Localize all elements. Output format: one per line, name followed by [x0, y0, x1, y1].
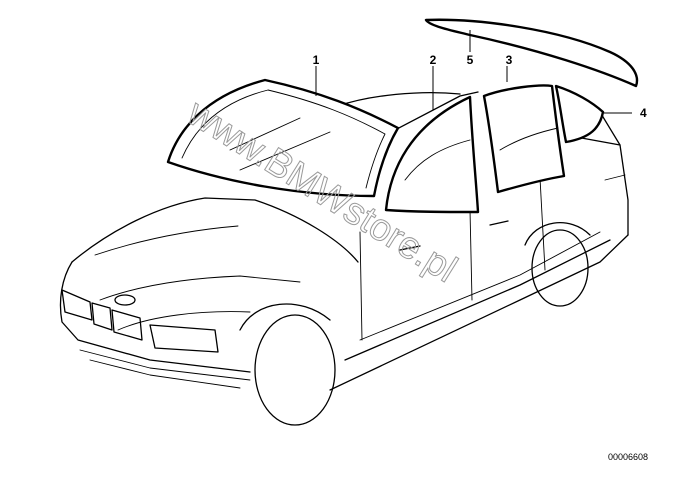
callout-2: 2 — [430, 53, 437, 67]
leader-lines — [315, 30, 632, 114]
front-door-window — [384, 95, 480, 214]
quarter-window — [554, 84, 605, 144]
callout-5: 5 — [467, 53, 474, 67]
glazing-parts — [166, 18, 639, 214]
rear-window — [424, 18, 639, 88]
image-number: 00006608 — [608, 452, 648, 462]
rear-door-window — [482, 84, 566, 194]
windscreen — [166, 78, 400, 198]
car-body — [59, 91, 629, 426]
callout-4: 4 — [640, 106, 647, 120]
callout-1: 1 — [313, 53, 320, 67]
callout-3: 3 — [506, 53, 513, 67]
